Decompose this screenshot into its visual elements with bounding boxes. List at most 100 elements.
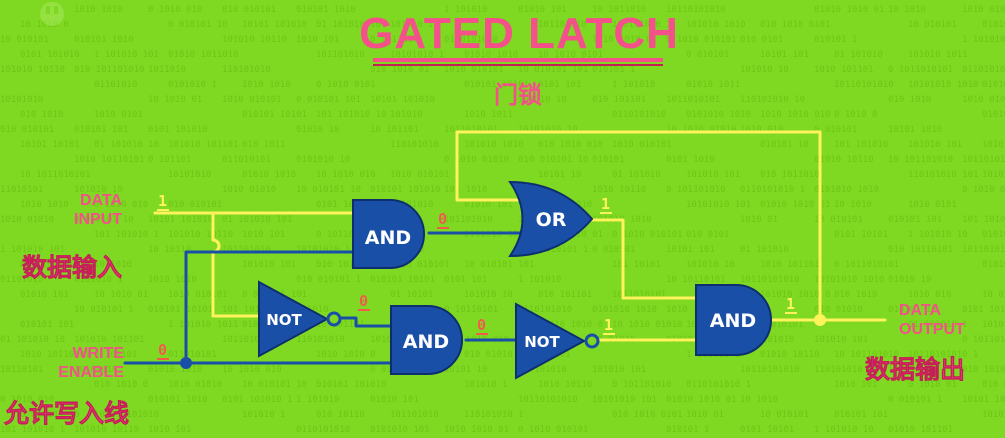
binary-texture-text: 1010 101: [834, 380, 877, 390]
binary-texture-text: 010 101101010: [74, 65, 144, 75]
binary-texture-text: 101101010: [444, 215, 493, 225]
binary-texture-text: 1 101010: [296, 395, 339, 405]
binary-texture-text: 10101010: [74, 365, 117, 375]
binary-texture-text: 0101 101: [444, 275, 487, 285]
binary-texture-text: 01010 101: [518, 5, 567, 15]
binary-texture-text: 110101010: [296, 335, 345, 345]
binary-texture-text: 0110101010: [612, 110, 666, 120]
binary-texture-text: 01010 101: [370, 395, 419, 405]
binary-texture-text: 1010 01010: [222, 185, 276, 195]
binary-texture-text: 0 1010 010101: [666, 35, 736, 45]
binary-texture-text: 1010 010101: [612, 140, 672, 150]
binary-texture-text: 01010 10: [296, 125, 339, 135]
not-gate-left: NOT: [258, 280, 342, 358]
binary-texture-text: 101101010: [222, 245, 271, 255]
binary-texture-text: 0 1011010101: [834, 260, 899, 270]
binary-texture-text: 101010 1: [888, 365, 931, 375]
or-output-value: 1: [601, 195, 610, 213]
binary-texture-text: 101010 10: [686, 260, 735, 270]
page-subtitle: 门锁: [494, 81, 542, 109]
binary-texture-text: 10 010101 10: [242, 380, 307, 390]
binary-texture-text: 1011010101: [612, 290, 666, 300]
binary-texture-text: 101 101010: [740, 335, 794, 345]
binary-texture-text: 1010 101101: [760, 260, 820, 270]
binary-texture-text: 1 101010 101: [0, 245, 65, 255]
binary-texture-text: 010101 10101: [464, 80, 529, 90]
binary-texture-text: 01 10101: [390, 290, 433, 300]
binary-texture-text: 010 1010 0: [94, 380, 148, 390]
binary-texture-text: 0 1011010: [370, 35, 419, 45]
binary-texture-text: 0 101101: [148, 155, 191, 165]
binary-texture-text: 010 10110: [316, 410, 365, 420]
binary-texture-text: 01010 10110: [814, 155, 874, 165]
binary-texture-text: 1010 1010 01: [444, 425, 509, 435]
binary-texture-text: 01 101010: [740, 245, 789, 255]
binary-texture-text: 1010 10110101: [20, 350, 90, 360]
binary-texture-text: 1010 101: [148, 425, 191, 435]
binary-texture-text: 10101 101010: [94, 410, 159, 420]
binary-texture-text: 10 1010: [834, 200, 872, 210]
binary-texture-text: 010101 1: [814, 35, 857, 45]
data-input-label-line2: INPUT: [74, 211, 122, 228]
binary-texture-text: 010101 10101: [370, 275, 435, 285]
binary-texture-text: 10101 101: [666, 245, 715, 255]
binary-texture-text: 0110101010 1: [686, 380, 751, 390]
not-left-label: NOT: [266, 311, 302, 329]
binary-texture-text: 10 101101010: [888, 155, 953, 165]
binary-texture-text: 10101010 1010: [908, 80, 978, 90]
binary-texture-text: 101101010: [316, 50, 365, 60]
binary-texture-text: 0101010: [982, 260, 1005, 270]
and-middle-output-value: 0: [477, 316, 486, 334]
binary-texture-text: 11010101: [0, 185, 43, 195]
binary-texture-text: 0 1010 010: [148, 5, 202, 15]
binary-texture-text: 101 101010 10: [316, 110, 386, 120]
binary-texture-text: 01010 101: [20, 290, 69, 300]
binary-texture-text: 10101 10101: [962, 395, 1005, 405]
data-output-label-line1: DATA: [899, 302, 942, 319]
binary-texture-text: 1010 1011010: [982, 140, 1005, 150]
binary-texture-text: 10101 10101: [20, 140, 80, 150]
binary-texture-text: 10 10110: [148, 245, 191, 255]
binary-texture-text: 01010 1010: [148, 365, 202, 375]
binary-texture-text: 010101 1010: [74, 35, 134, 45]
binary-texture-text: 10101010 101: [686, 200, 751, 210]
binary-texture-text: 01010 1010 0: [538, 320, 603, 330]
binary-texture-text: 110101010 101: [814, 365, 884, 375]
binary-texture-text: 0101 10101: [740, 425, 794, 435]
binary-texture-text: 110101010 1: [464, 410, 524, 420]
and-gate-top: AND: [352, 199, 425, 269]
binary-texture-text: 1011010: [94, 260, 132, 270]
binary-texture-text: 0101 101010 1: [316, 200, 386, 210]
binary-texture-text: 010 101101: [592, 95, 646, 105]
binary-texture-text: 10 1011010101: [20, 170, 90, 180]
binary-texture-text: 1010 1010 010: [760, 110, 830, 120]
binary-texture-text: 101010 101: [592, 365, 646, 375]
binary-texture-text: 110101010: [390, 140, 439, 150]
binary-texture-text: 010101 1010: [296, 5, 356, 15]
write-enable-label-line2: ENABLE: [58, 364, 124, 381]
title-underline: [373, 58, 663, 62]
binary-texture-text: 10101 10: [444, 365, 487, 375]
binary-texture-text: 10101 101010: [148, 215, 213, 225]
binary-texture-text: 10 010101: [0, 35, 49, 45]
binary-texture-text: 1010 1010: [242, 80, 291, 90]
binary-texture-text: 10110101010: [962, 245, 1005, 255]
binary-texture-text: 10101 101010: [370, 95, 435, 105]
binary-texture-text: 0 010101 1: [888, 395, 942, 405]
binary-texture-text: 010101 101: [982, 20, 1005, 30]
wire-or-to-and-right: [588, 218, 700, 300]
and-top-output-value: 0: [438, 210, 447, 228]
binary-texture-text: 0101 10101: [834, 230, 888, 240]
binary-texture-text: 0101010 101: [464, 230, 524, 240]
junction-write-enable: [180, 357, 192, 369]
and-gate-right: AND: [695, 284, 772, 356]
binary-texture-text: 010101 10101: [242, 110, 307, 120]
binary-texture-text: 1010 10110: [538, 380, 592, 390]
binary-texture-text: 101010 1: [464, 380, 507, 390]
binary-texture-text: 101010 10: [464, 290, 513, 300]
binary-texture-text: 10110101010: [666, 5, 726, 15]
binary-texture-text: 01 101010 101: [316, 20, 386, 30]
binary-texture-text: 0101 101010: [962, 305, 1005, 315]
binary-texture-text: 110101010 101: [908, 170, 978, 180]
